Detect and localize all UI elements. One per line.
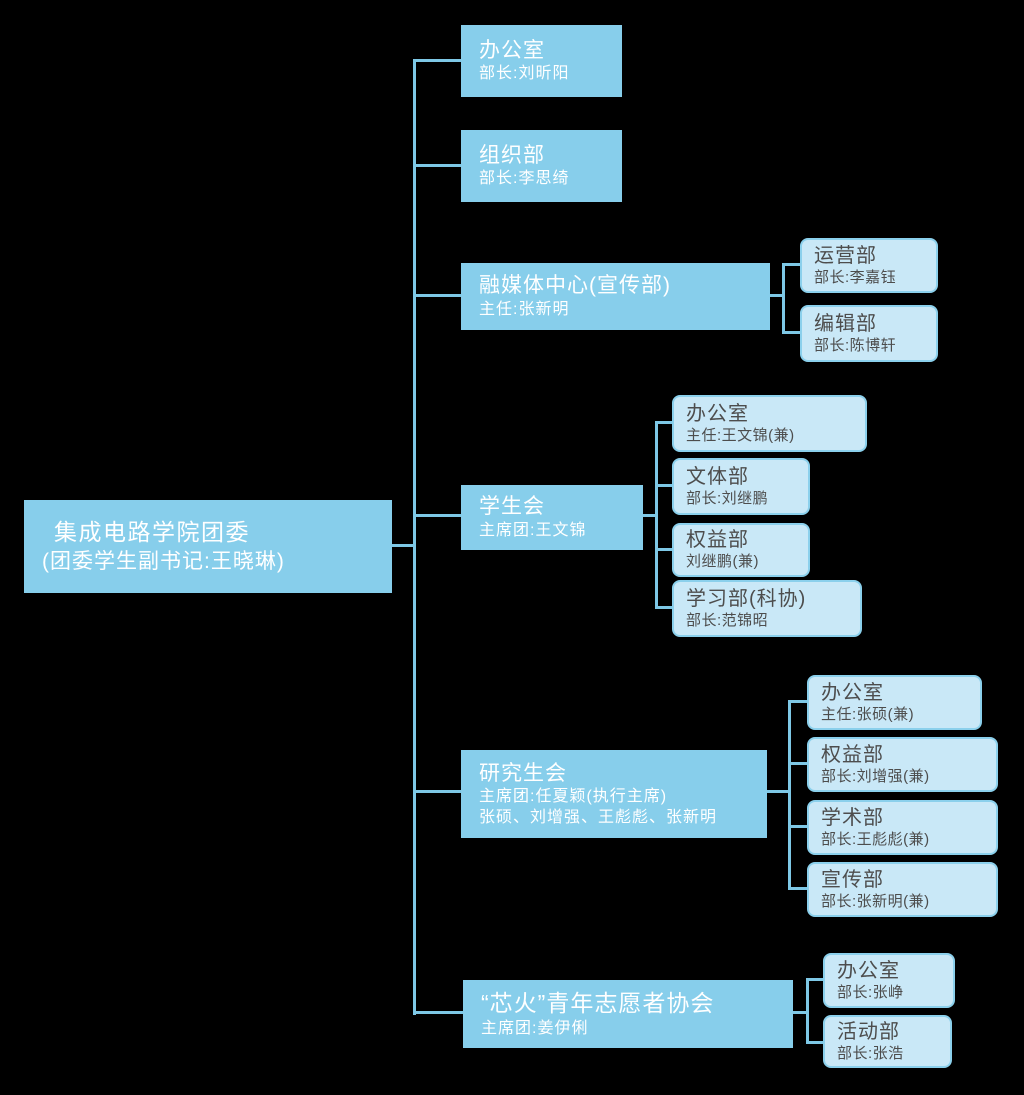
leaf-title: 宣传部 bbox=[821, 868, 884, 891]
connector-branch bbox=[414, 294, 461, 297]
leaf-title: 办公室 bbox=[686, 402, 749, 425]
connector-stub bbox=[789, 887, 807, 890]
leaf-title: 权益部 bbox=[686, 529, 749, 552]
connector-stub bbox=[789, 700, 807, 703]
connector-student-spine bbox=[655, 421, 658, 609]
node-subtitle: 主任:张新明 bbox=[479, 300, 570, 318]
connector-stub bbox=[656, 606, 672, 609]
leaf-subtitle: 部长:王彪彪(兼) bbox=[821, 830, 930, 848]
connector-branch bbox=[414, 1011, 463, 1014]
connector-student-trunk bbox=[643, 514, 658, 517]
connector-stub bbox=[783, 331, 800, 334]
node-student-study: 学习部(科协) 部长:范锦昭 bbox=[672, 580, 862, 637]
connector-grad-trunk bbox=[767, 790, 791, 793]
node-grad-academic: 学术部 部长:王彪彪(兼) bbox=[807, 800, 998, 855]
node-title: 组织部 bbox=[479, 143, 545, 167]
leaf-title: 权益部 bbox=[821, 743, 884, 766]
connector-root bbox=[390, 544, 416, 547]
node-volunteer-office: 办公室 部长:张峥 bbox=[823, 953, 955, 1008]
connector-volunteer-trunk bbox=[793, 1011, 809, 1014]
leaf-subtitle: 部长:刘增强(兼) bbox=[821, 767, 930, 785]
leaf-subtitle: 主任:张硕(兼) bbox=[821, 705, 915, 723]
node-grad-publicity: 宣传部 部长:张新明(兼) bbox=[807, 862, 998, 917]
leaf-title: 办公室 bbox=[821, 681, 884, 704]
leaf-title: 学习部(科协) bbox=[686, 587, 807, 610]
node-subtitle: 部长:李思绮 bbox=[479, 170, 570, 188]
node-subtitle: 部长:刘昕阳 bbox=[479, 65, 570, 83]
node-student-office: 办公室 主任:王文锦(兼) bbox=[672, 395, 867, 452]
connector-branch bbox=[414, 59, 461, 62]
leaf-subtitle: 刘继鹏(兼) bbox=[686, 553, 759, 571]
connector-branch bbox=[414, 164, 461, 167]
node-subtitle: 主席团:王文锦 bbox=[479, 521, 587, 539]
node-grad-office: 办公室 主任:张硕(兼) bbox=[807, 675, 982, 730]
leaf-subtitle: 部长:张峥 bbox=[837, 983, 904, 1001]
connector-media-trunk bbox=[770, 294, 785, 297]
leaf-subtitle: 部长:陈博轩 bbox=[814, 336, 897, 354]
root-subtitle: (团委学生副书记:王晓琳) bbox=[42, 549, 285, 573]
connector-stub bbox=[789, 825, 807, 828]
node-root: 集成电路学院团委 (团委学生副书记:王晓琳) bbox=[24, 500, 392, 593]
node-volunteer-activities: 活动部 部长:张浩 bbox=[823, 1015, 952, 1068]
node-grad-rights: 权益部 部长:刘增强(兼) bbox=[807, 737, 998, 792]
leaf-title: 编辑部 bbox=[814, 312, 877, 335]
root-title: 集成电路学院团委 bbox=[54, 518, 250, 545]
connector-volunteer-spine bbox=[806, 978, 809, 1044]
leaf-title: 办公室 bbox=[837, 959, 900, 982]
connector-media-spine bbox=[782, 263, 785, 334]
connector-stub bbox=[656, 421, 672, 424]
leaf-subtitle: 部长:李嘉钰 bbox=[814, 268, 897, 286]
node-media-editing: 编辑部 部长:陈博轩 bbox=[800, 305, 938, 362]
node-title: 融媒体中心(宣传部) bbox=[479, 274, 671, 298]
connector-stub bbox=[807, 978, 823, 981]
connector-main-spine bbox=[413, 59, 416, 1015]
node-subtitle: 主席团:任夏颖(执行主席) bbox=[479, 787, 668, 805]
node-title: 办公室 bbox=[479, 38, 545, 62]
leaf-title: 运营部 bbox=[814, 244, 877, 267]
connector-branch bbox=[414, 790, 461, 793]
node-title: “芯火”青年志愿者协会 bbox=[481, 989, 715, 1016]
node-graduate-union: 研究生会 主席团:任夏颖(执行主席) 张硕、刘增强、王彪彪、张新明 bbox=[461, 750, 767, 838]
node-subtitle2: 张硕、刘增强、王彪彪、张新明 bbox=[479, 808, 718, 826]
connector-stub bbox=[783, 263, 800, 266]
node-title: 研究生会 bbox=[479, 761, 567, 785]
leaf-subtitle: 主任:王文锦(兼) bbox=[686, 426, 795, 444]
node-media-center: 融媒体中心(宣传部) 主任:张新明 bbox=[461, 263, 770, 330]
node-office: 办公室 部长:刘昕阳 bbox=[461, 25, 622, 97]
leaf-title: 学术部 bbox=[821, 806, 884, 829]
leaf-subtitle: 部长:张浩 bbox=[837, 1044, 904, 1062]
leaf-subtitle: 部长:范锦昭 bbox=[686, 611, 769, 629]
node-volunteer-assoc: “芯火”青年志愿者协会 主席团:姜伊俐 bbox=[463, 980, 793, 1048]
node-student-union: 学生会 主席团:王文锦 bbox=[461, 485, 643, 550]
connector-stub bbox=[789, 762, 807, 765]
node-organization-dept: 组织部 部长:李思绮 bbox=[461, 130, 622, 202]
node-title: 学生会 bbox=[479, 495, 545, 519]
node-student-sports-arts: 文体部 部长:刘继鹏 bbox=[672, 458, 810, 515]
connector-stub bbox=[656, 548, 672, 551]
node-student-rights: 权益部 刘继鹏(兼) bbox=[672, 523, 810, 577]
connector-branch bbox=[414, 514, 461, 517]
leaf-title: 活动部 bbox=[837, 1020, 900, 1043]
leaf-subtitle: 部长:张新明(兼) bbox=[821, 892, 930, 910]
connector-stub bbox=[656, 484, 672, 487]
node-subtitle: 主席团:姜伊俐 bbox=[481, 1019, 589, 1037]
connector-stub bbox=[807, 1041, 823, 1044]
node-media-operations: 运营部 部长:李嘉钰 bbox=[800, 238, 938, 293]
connector-grad-spine bbox=[788, 700, 791, 890]
leaf-subtitle: 部长:刘继鹏 bbox=[686, 489, 769, 507]
leaf-title: 文体部 bbox=[686, 465, 749, 488]
